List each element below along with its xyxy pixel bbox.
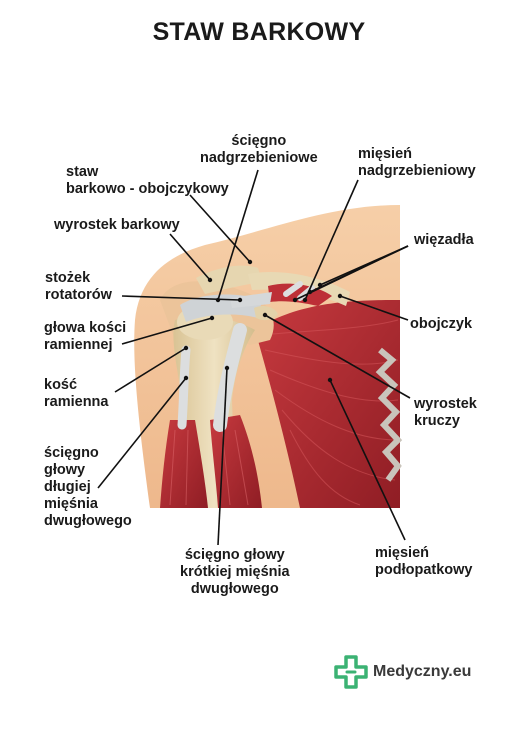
page-title: STAW BARKOWY bbox=[152, 18, 366, 46]
pointer-lines bbox=[97, 169, 411, 546]
label-wyrostek-barkowy: wyrostek barkowy bbox=[54, 217, 180, 233]
label-wiezadla: więzadła bbox=[414, 232, 474, 248]
scapula-edge bbox=[375, 347, 403, 482]
long-head-tendon bbox=[177, 345, 191, 430]
brand-logo: Medyczny.eu bbox=[334, 655, 471, 689]
label-obojczyk: obojczyk bbox=[410, 316, 473, 332]
acromion bbox=[196, 265, 262, 294]
label-sciegno-nadgrzebieniowe: ścięgno nadgrzebieniowe bbox=[200, 133, 318, 166]
label-miesien-podlopatkowy: mięsień podłopatkowy bbox=[375, 545, 473, 578]
short-head-tendon bbox=[213, 323, 247, 432]
label-sciegno-glowy-dlugiej: ścięgno głowy długiej mięśnia dwugłowego bbox=[44, 445, 132, 529]
label-glowa-kosci-ramiennej: głowa kości ramiennej bbox=[44, 320, 127, 353]
label-staw-barkowo-obojczykowy: staw barkowo - obojczykowy bbox=[66, 164, 229, 197]
label-miesien-nadgrzebieniowy: mięsień nadgrzebieniowy bbox=[358, 146, 476, 179]
subscapularis-muscle bbox=[255, 300, 400, 508]
medical-cross-icon bbox=[334, 655, 368, 689]
label-wyrostek-kruczy: wyrostek kruczy bbox=[414, 396, 477, 429]
logo-text: Medyczny.eu bbox=[373, 663, 472, 680]
biceps-long-head bbox=[160, 420, 208, 508]
label-stozek-rotatorow: stożek rotatorów bbox=[45, 270, 112, 303]
label-kosc-ramienna: kość ramienna bbox=[44, 377, 109, 410]
supraspinatus-tendon bbox=[230, 292, 272, 308]
label-sciegno-glowy-krotkiej: ścięgno głowy krótkiej mięśnia dwugłoweg… bbox=[180, 547, 290, 597]
